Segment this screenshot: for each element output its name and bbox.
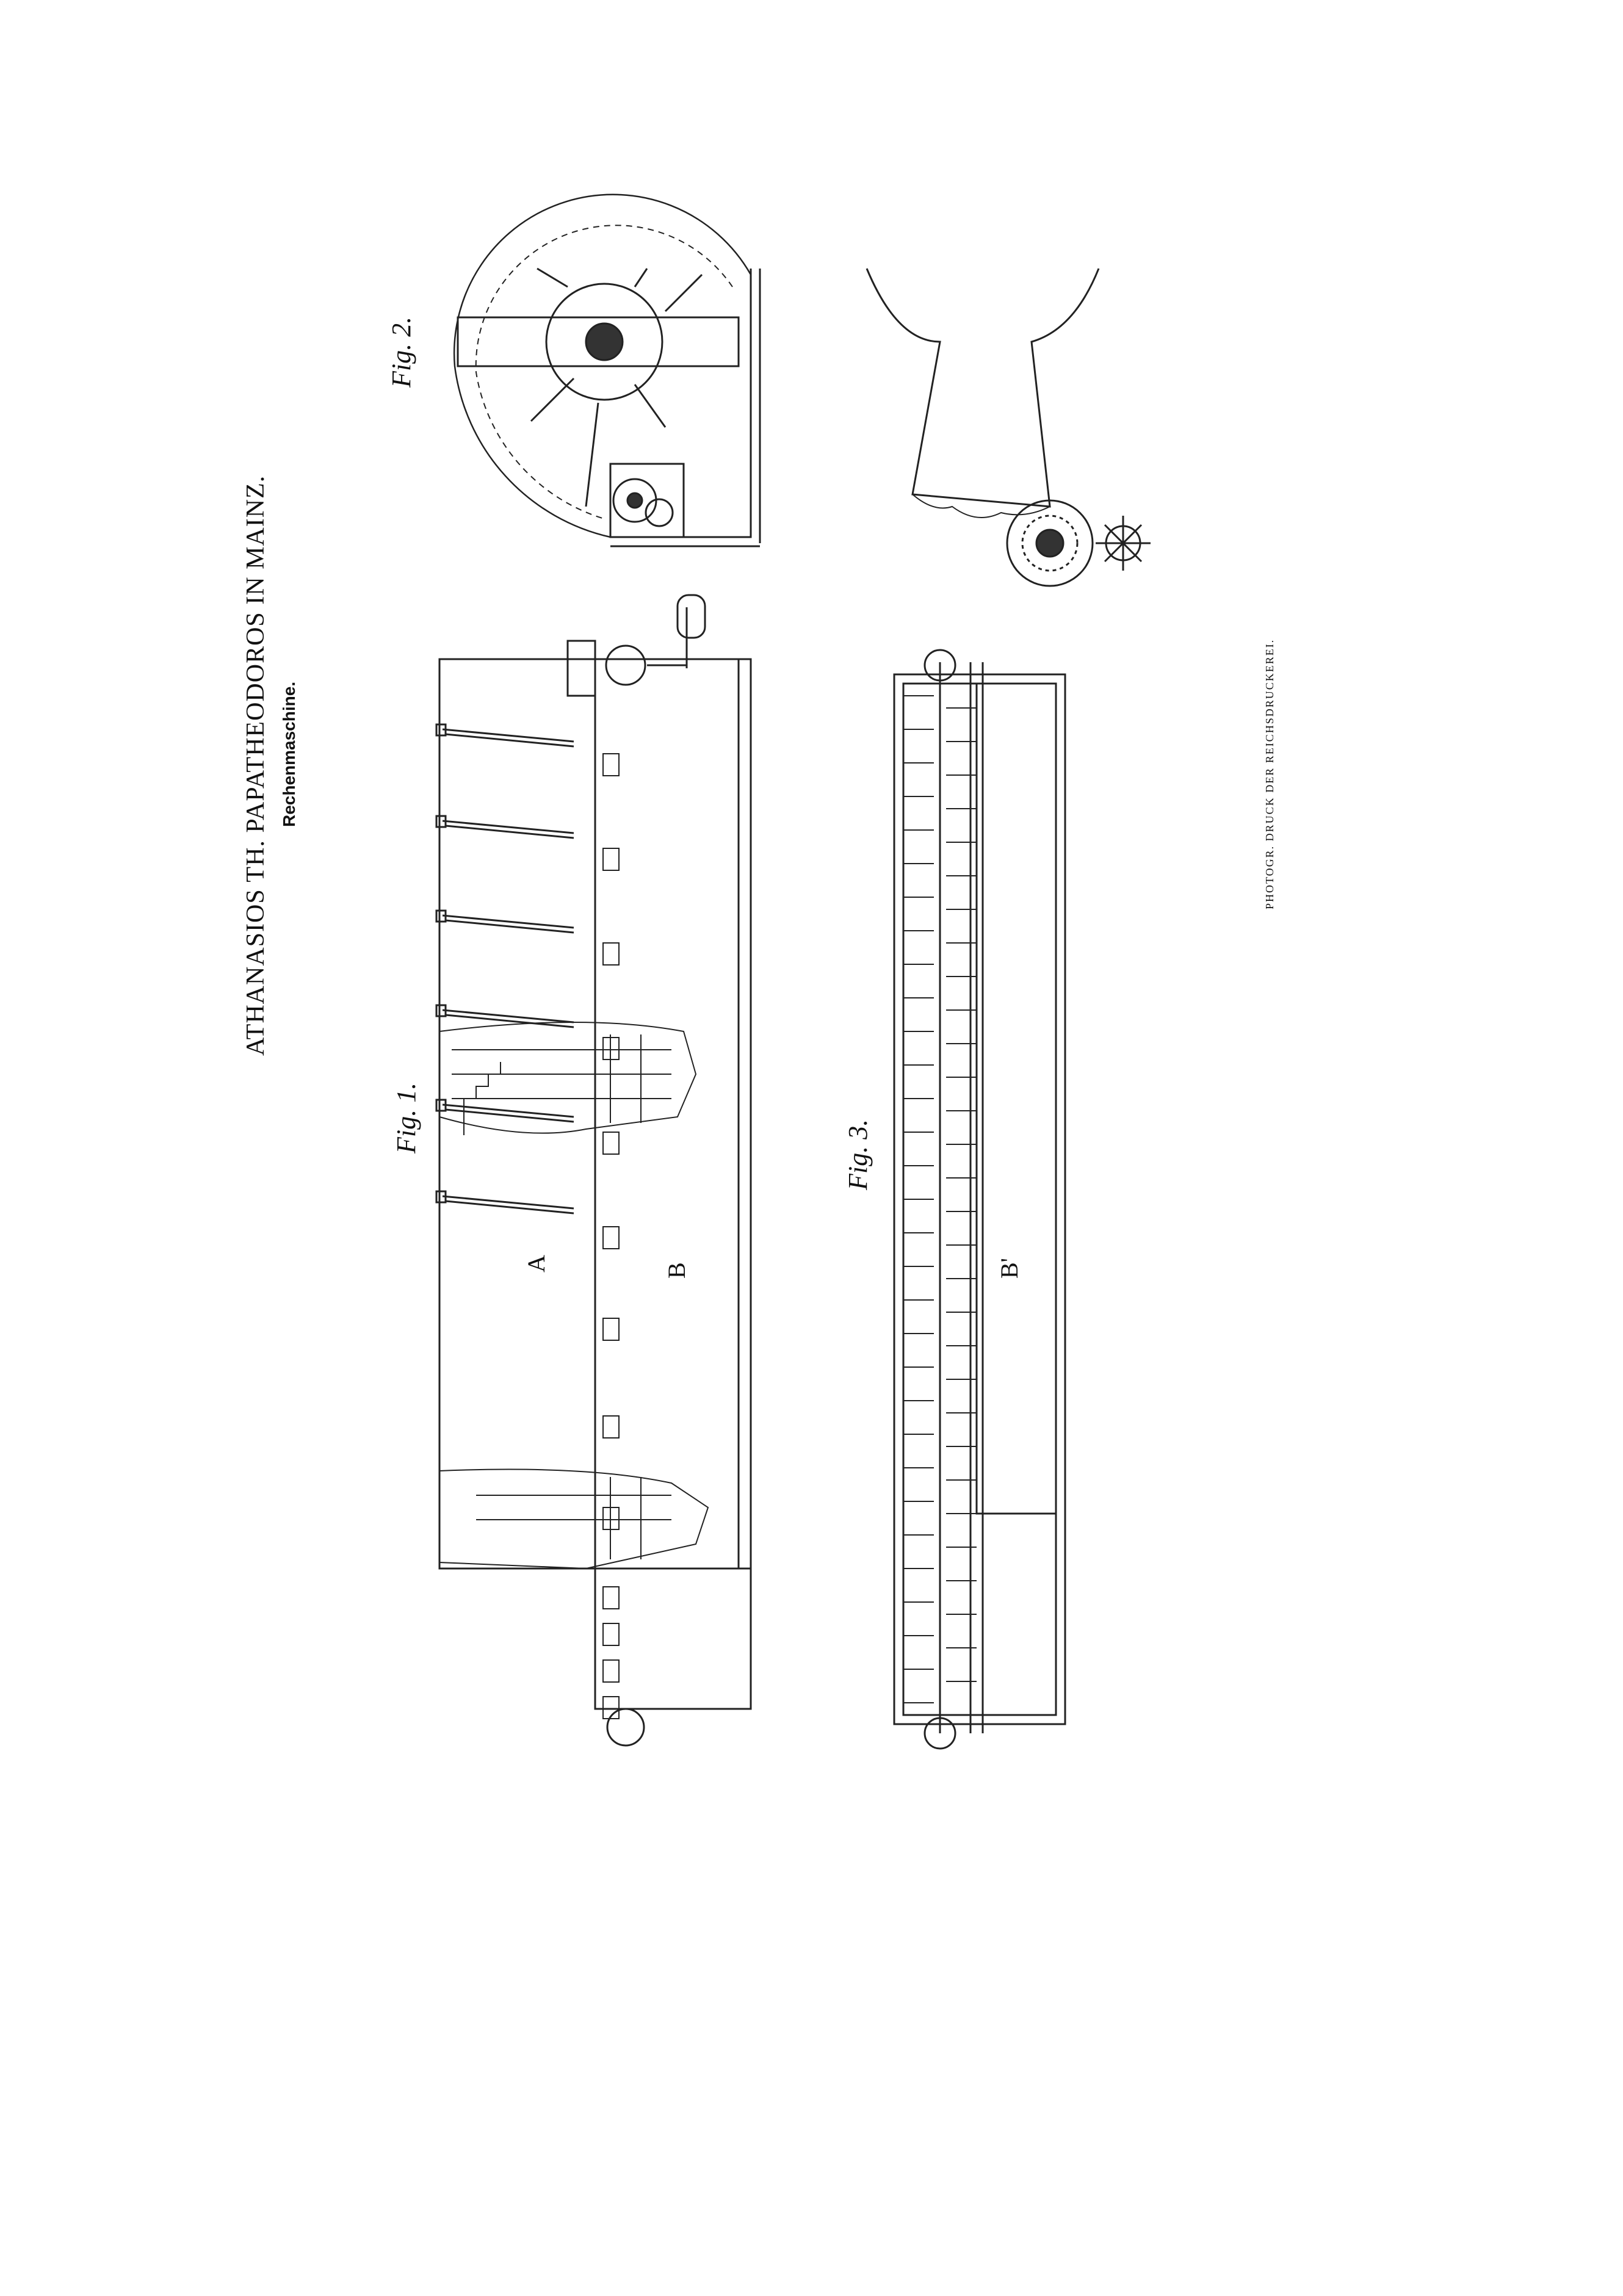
slot-slider [445, 733, 574, 748]
slot-slider [445, 1014, 574, 1028]
slot-knob [435, 723, 447, 737]
figure-1-drawing [435, 594, 752, 1747]
slot-slider [442, 728, 574, 743]
slot-knob [435, 815, 447, 828]
result-window [602, 1659, 620, 1683]
slot-slider [445, 825, 574, 839]
result-window [602, 1623, 620, 1646]
slot-knob [435, 1004, 447, 1017]
slot-slider [442, 914, 574, 929]
slot-knob [435, 1190, 447, 1204]
figure-3-drawing [893, 649, 1066, 1750]
result-window [602, 1132, 620, 1155]
slot-slider [445, 1200, 574, 1215]
slot-slider [445, 1108, 574, 1123]
slot-knob [435, 909, 447, 923]
result-window [602, 1696, 620, 1719]
result-window [602, 1586, 620, 1609]
slot-knob [435, 1099, 447, 1112]
slot-slider [442, 1009, 574, 1023]
result-window [602, 1415, 620, 1439]
figure-2-gear-detail [866, 268, 1151, 587]
figure-2-drawing [453, 193, 761, 547]
slot-slider [442, 820, 574, 834]
result-window [602, 1318, 620, 1341]
result-window [602, 753, 620, 776]
result-window [602, 1226, 620, 1249]
slot-slider [442, 1195, 574, 1210]
result-window [602, 942, 620, 966]
slot-slider [445, 919, 574, 934]
result-window [602, 848, 620, 871]
